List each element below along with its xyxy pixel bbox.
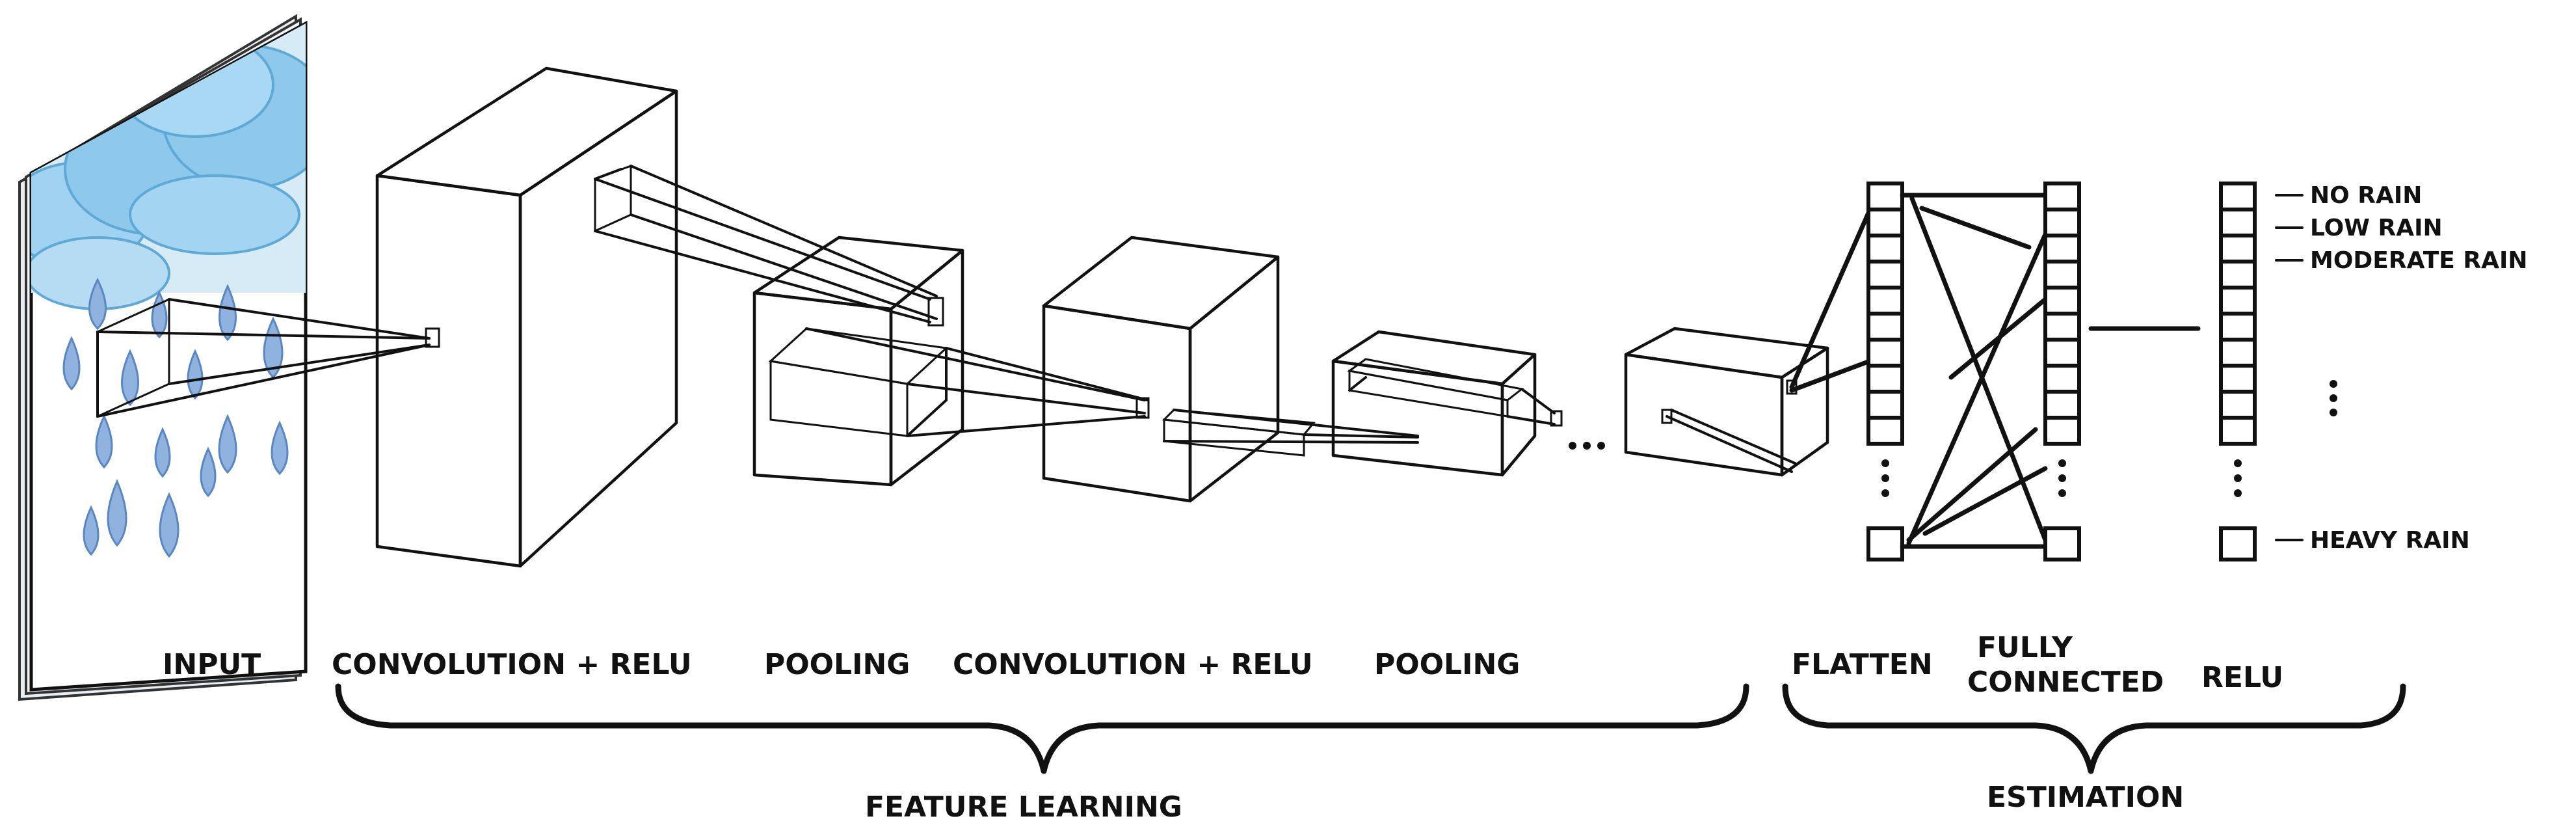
input-image — [18, 14, 308, 701]
label-flatten: FLATTEN — [1792, 648, 1933, 681]
output-label-no-rain: NO RAIN — [2310, 182, 2422, 209]
label-conv2: CONVOLUTION + RELU — [953, 648, 1313, 681]
final-feature-map — [1624, 327, 1829, 477]
feature-learning-brace — [335, 683, 1749, 774]
projection-conv1-to-pool1 — [594, 165, 938, 323]
label-conv1: CONVOLUTION + RELU — [332, 648, 692, 681]
label-relu: RELU — [2201, 661, 2283, 694]
pool1-feature-map — [752, 236, 964, 487]
label-pool1: POOLING — [764, 648, 910, 681]
output-label-moderate-rain: MODERATE RAIN — [2310, 247, 2527, 274]
output-label-dashes — [2275, 194, 2304, 541]
to-flatten-line — [1789, 193, 1879, 390]
projection-conv2-to-pool2 — [1163, 409, 1419, 444]
output-label-low-rain: LOW RAIN — [2310, 215, 2443, 241]
label-pool2: POOLING — [1374, 648, 1520, 681]
label-estimation: ESTIMATION — [1987, 781, 2184, 814]
fully-connected-column — [2043, 182, 2081, 561]
layers-ellipsis — [1569, 442, 1605, 450]
projection-input-to-conv1 — [96, 298, 431, 418]
conv2-feature-map — [1042, 236, 1316, 503]
output-column — [2219, 182, 2337, 561]
pool2-feature-map — [1331, 330, 1563, 477]
fully-connected-edges — [1900, 193, 2048, 549]
projection-pool1-to-conv2 — [805, 327, 1149, 437]
label-feature-learning: FEATURE LEARNING — [865, 791, 1182, 824]
conv1-feature-map — [375, 66, 678, 568]
label-connected: CONNECTED — [1967, 666, 2164, 699]
label-fully: FULLY — [1977, 631, 2073, 664]
output-label-heavy-rain: HEAVY RAIN — [2310, 527, 2470, 554]
label-input: INPUT — [163, 648, 261, 681]
estimation-brace — [1782, 683, 2406, 774]
to-flatten-line-2 — [1789, 358, 1872, 393]
flatten-column — [1866, 182, 1904, 561]
